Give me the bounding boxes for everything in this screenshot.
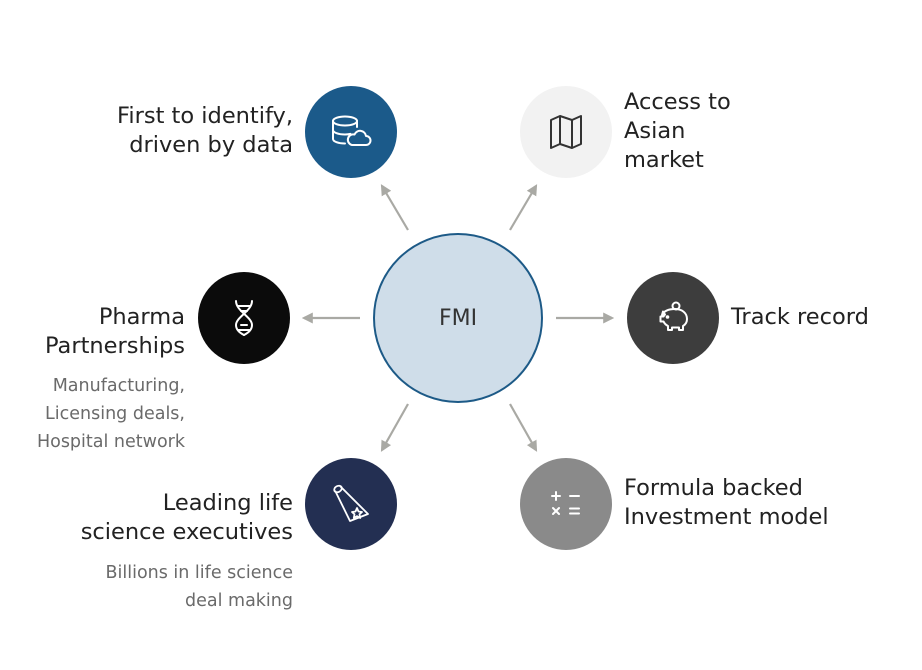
node-pharma (198, 272, 290, 364)
node-formula (520, 458, 612, 550)
center-hub: FMI (373, 233, 543, 403)
database-cloud-icon (332, 115, 372, 146)
sub-leaders: Billions in life science deal making (105, 563, 293, 611)
arrow-to-formula (509, 403, 538, 452)
map-icon (550, 115, 582, 149)
arrow-to-data (380, 184, 409, 231)
sub-pharma: Manufacturing, Licensing deals, Hospital… (36, 376, 185, 452)
piggy-bank-icon (659, 301, 688, 331)
label-pharma: Pharma Partnerships (44, 304, 185, 359)
node-data (305, 86, 397, 178)
label-asian: Access to Asian market (624, 89, 731, 173)
calculator-icon (551, 491, 580, 515)
label-formula: Formula backed Investment model (624, 475, 829, 530)
label-track: Track record (731, 304, 869, 330)
label-leaders: Leading life science executives (80, 490, 293, 545)
node-track (627, 272, 719, 364)
node-leaders (305, 458, 397, 550)
node-asian (520, 86, 612, 178)
arrow-to-asian (509, 184, 538, 231)
spotlight-star-icon (333, 484, 369, 522)
label-data: First to identify, driven by data (117, 103, 293, 158)
arrow-to-leaders (380, 403, 409, 452)
dna-icon (234, 300, 254, 336)
center-label: FMI (438, 305, 478, 331)
